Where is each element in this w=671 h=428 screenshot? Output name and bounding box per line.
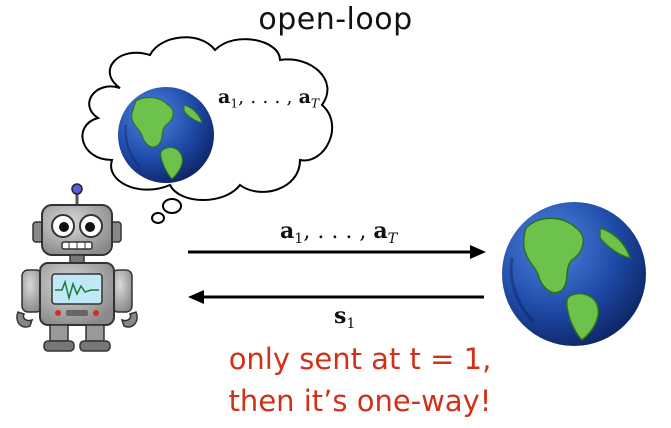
thought-actions-label: a1, . . . , aT bbox=[218, 86, 320, 111]
world-globe-icon bbox=[502, 202, 646, 346]
note-line-1: only sent at t = 1, bbox=[228, 342, 492, 376]
forward-arrow bbox=[188, 245, 486, 259]
note-line-2: then it’s one-way! bbox=[228, 384, 492, 418]
robot-icon bbox=[16, 183, 138, 352]
thought-bubble-dot bbox=[162, 198, 182, 214]
backward-arrow-label: s1 bbox=[334, 303, 356, 332]
diagram-title: open-loop bbox=[258, 2, 413, 37]
thought-globe-icon bbox=[118, 87, 214, 183]
forward-arrow-label: a1, . . . , aT bbox=[280, 218, 398, 247]
backward-arrow bbox=[188, 290, 484, 304]
thought-bubble-dot bbox=[151, 212, 165, 224]
